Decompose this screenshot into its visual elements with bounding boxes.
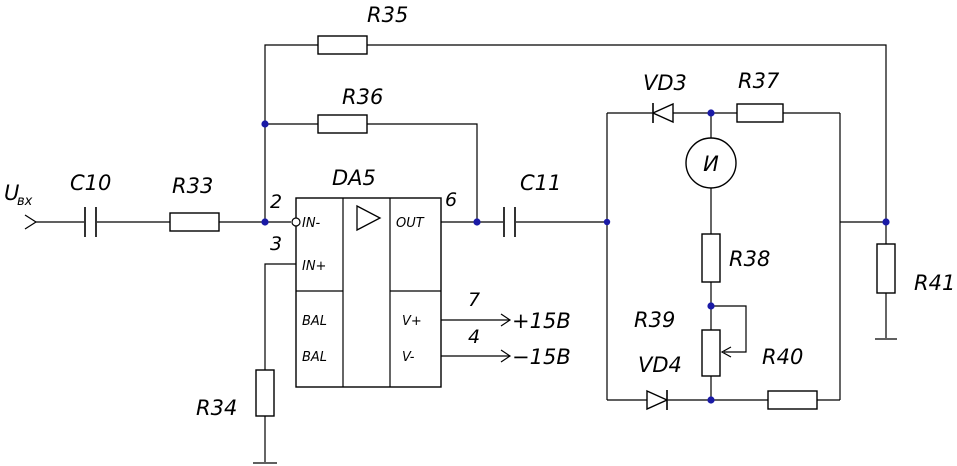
opamp-da5: [295, 197, 442, 388]
vd3-label: VD3: [643, 71, 687, 95]
resistor-r38: [701, 233, 721, 283]
meter-circle: [685, 137, 737, 189]
r41-label: R41: [914, 271, 955, 295]
r38-label: R38: [729, 247, 770, 271]
r36-label: R36: [342, 85, 383, 109]
c10-label: C10: [70, 171, 111, 195]
r40-label: R40: [762, 345, 803, 369]
r39-wiper-arrow: [720, 346, 732, 358]
resistor-r39: [701, 329, 721, 377]
resistor-r41: [876, 243, 896, 294]
r35-label: R35: [367, 3, 408, 27]
resistor-r35: [317, 35, 368, 55]
input-label-sub: вх: [17, 194, 33, 209]
r39-label: R39: [634, 308, 675, 332]
r34-label: R34: [196, 396, 237, 420]
input-arrow: [24, 214, 38, 230]
opamp-vminus: V-: [402, 350, 415, 365]
diode-vd3: [651, 102, 674, 124]
resistor-r37: [736, 103, 784, 123]
da5-label: DA5: [332, 166, 376, 190]
opamp-vplus: V+: [402, 314, 422, 329]
opamp-bal-1: BAL: [302, 314, 327, 329]
diode-vd4: [646, 389, 669, 411]
opamp-in-plus: IN+: [302, 259, 326, 274]
pin-2-label: 2: [270, 191, 282, 213]
r37-label: R37: [738, 69, 780, 93]
pin-6-label: 6: [445, 189, 457, 211]
supply-pos-arrow: [500, 313, 512, 327]
inverting-input-bubble: [291, 217, 301, 227]
meter-label: И: [703, 152, 719, 176]
supply-pos-label: +15В: [512, 309, 571, 333]
supply-neg-arrow: [500, 349, 512, 363]
resistor-r34: [255, 369, 275, 417]
capacitor-c10: [84, 207, 97, 237]
pin-4-label: 4: [468, 326, 480, 348]
r33-label: R33: [172, 174, 213, 198]
junctions: [261, 109, 890, 404]
supply-neg-label: −15В: [512, 345, 571, 369]
vd4-label: VD4: [638, 353, 682, 377]
capacitor-c11: [503, 207, 516, 237]
opamp-in-minus: IN-: [302, 216, 321, 231]
resistor-r33: [169, 212, 220, 232]
resistor-r36: [317, 114, 368, 134]
c11-label: C11: [520, 171, 561, 195]
pin-7-label: 7: [468, 289, 480, 311]
opamp-bal-2: BAL: [302, 350, 327, 365]
wires: [36, 44, 897, 464]
input-label: U: [4, 181, 19, 205]
pin-3-label: 3: [270, 233, 282, 255]
opamp-out: OUT: [396, 216, 425, 231]
resistor-r40: [767, 390, 818, 410]
